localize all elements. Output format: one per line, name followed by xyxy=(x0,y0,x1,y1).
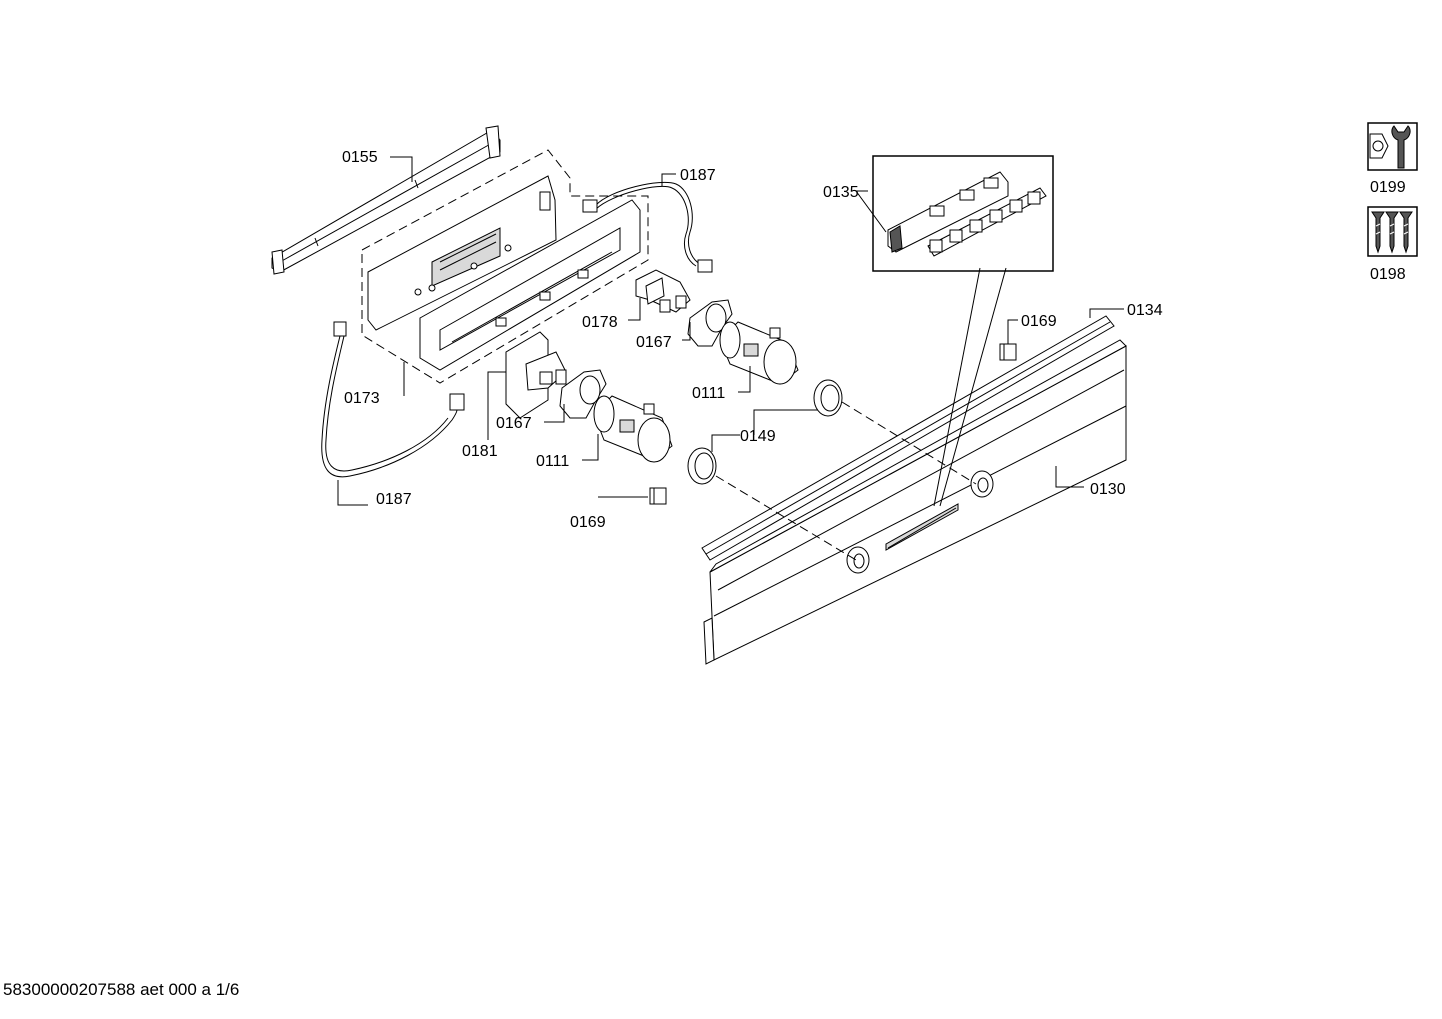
part-0149-trim-ring-lower xyxy=(687,447,717,485)
part-0167-knob-housing-lower xyxy=(559,369,607,419)
label-0130: 0130 xyxy=(1090,481,1126,498)
label-0169-upper: 0169 xyxy=(1021,313,1057,330)
label-0135: 0135 xyxy=(823,184,859,201)
label-0167-upper: 0167 xyxy=(636,334,672,351)
part-0169-clip-lower xyxy=(649,487,667,505)
legend-tools: 0199 xyxy=(1367,122,1418,196)
assembly-lines xyxy=(715,267,1007,561)
tools-icon xyxy=(1369,125,1411,169)
part-0130-control-panel xyxy=(703,339,1127,665)
label-0167-lower: 0167 xyxy=(496,415,532,432)
label-0187-lower: 0187 xyxy=(376,491,412,508)
part-0187-upper-cable xyxy=(582,181,713,273)
label-0178: 0178 xyxy=(582,314,618,331)
legend-screws: 0198 xyxy=(1367,206,1418,283)
screws-icon xyxy=(1371,211,1413,254)
label-0169-lower: 0169 xyxy=(570,514,606,531)
part-0187-lower-cable xyxy=(321,321,465,478)
label-0181: 0181 xyxy=(462,443,498,460)
part-0173-control-module xyxy=(361,149,649,384)
document-id-footer: 58300000207588 aet 000 a 1/6 xyxy=(3,980,240,999)
label-0111-lower: 0111 xyxy=(536,453,569,470)
label-0173: 0173 xyxy=(344,390,380,407)
label-0134: 0134 xyxy=(1127,302,1163,319)
part-0111-rotary-switch-upper xyxy=(719,321,799,385)
part-0178-switch-bracket xyxy=(635,269,691,313)
label-0155: 0155 xyxy=(342,149,378,166)
part-0149-trim-ring-upper xyxy=(813,379,843,417)
label-0149: 0149 xyxy=(740,428,776,445)
part-0155-mounting-rail xyxy=(271,125,501,275)
leader-lines xyxy=(337,156,1124,506)
label-0187-upper: 0187 xyxy=(680,167,716,184)
part-0169-clip-upper xyxy=(999,343,1017,361)
label-0198: 0198 xyxy=(1370,266,1406,283)
part-0111-rotary-switch-lower xyxy=(593,395,673,463)
label-0199: 0199 xyxy=(1370,179,1406,196)
label-0111-upper: 0111 xyxy=(692,385,725,402)
part-0181-switch-bracket xyxy=(505,331,567,419)
part-0167-knob-housing-upper xyxy=(687,299,733,347)
part-0135-button-set-inset xyxy=(872,155,1054,272)
part-labels: 0155 0187 0173 0187 0178 0167 0111 0181 … xyxy=(342,149,1163,531)
